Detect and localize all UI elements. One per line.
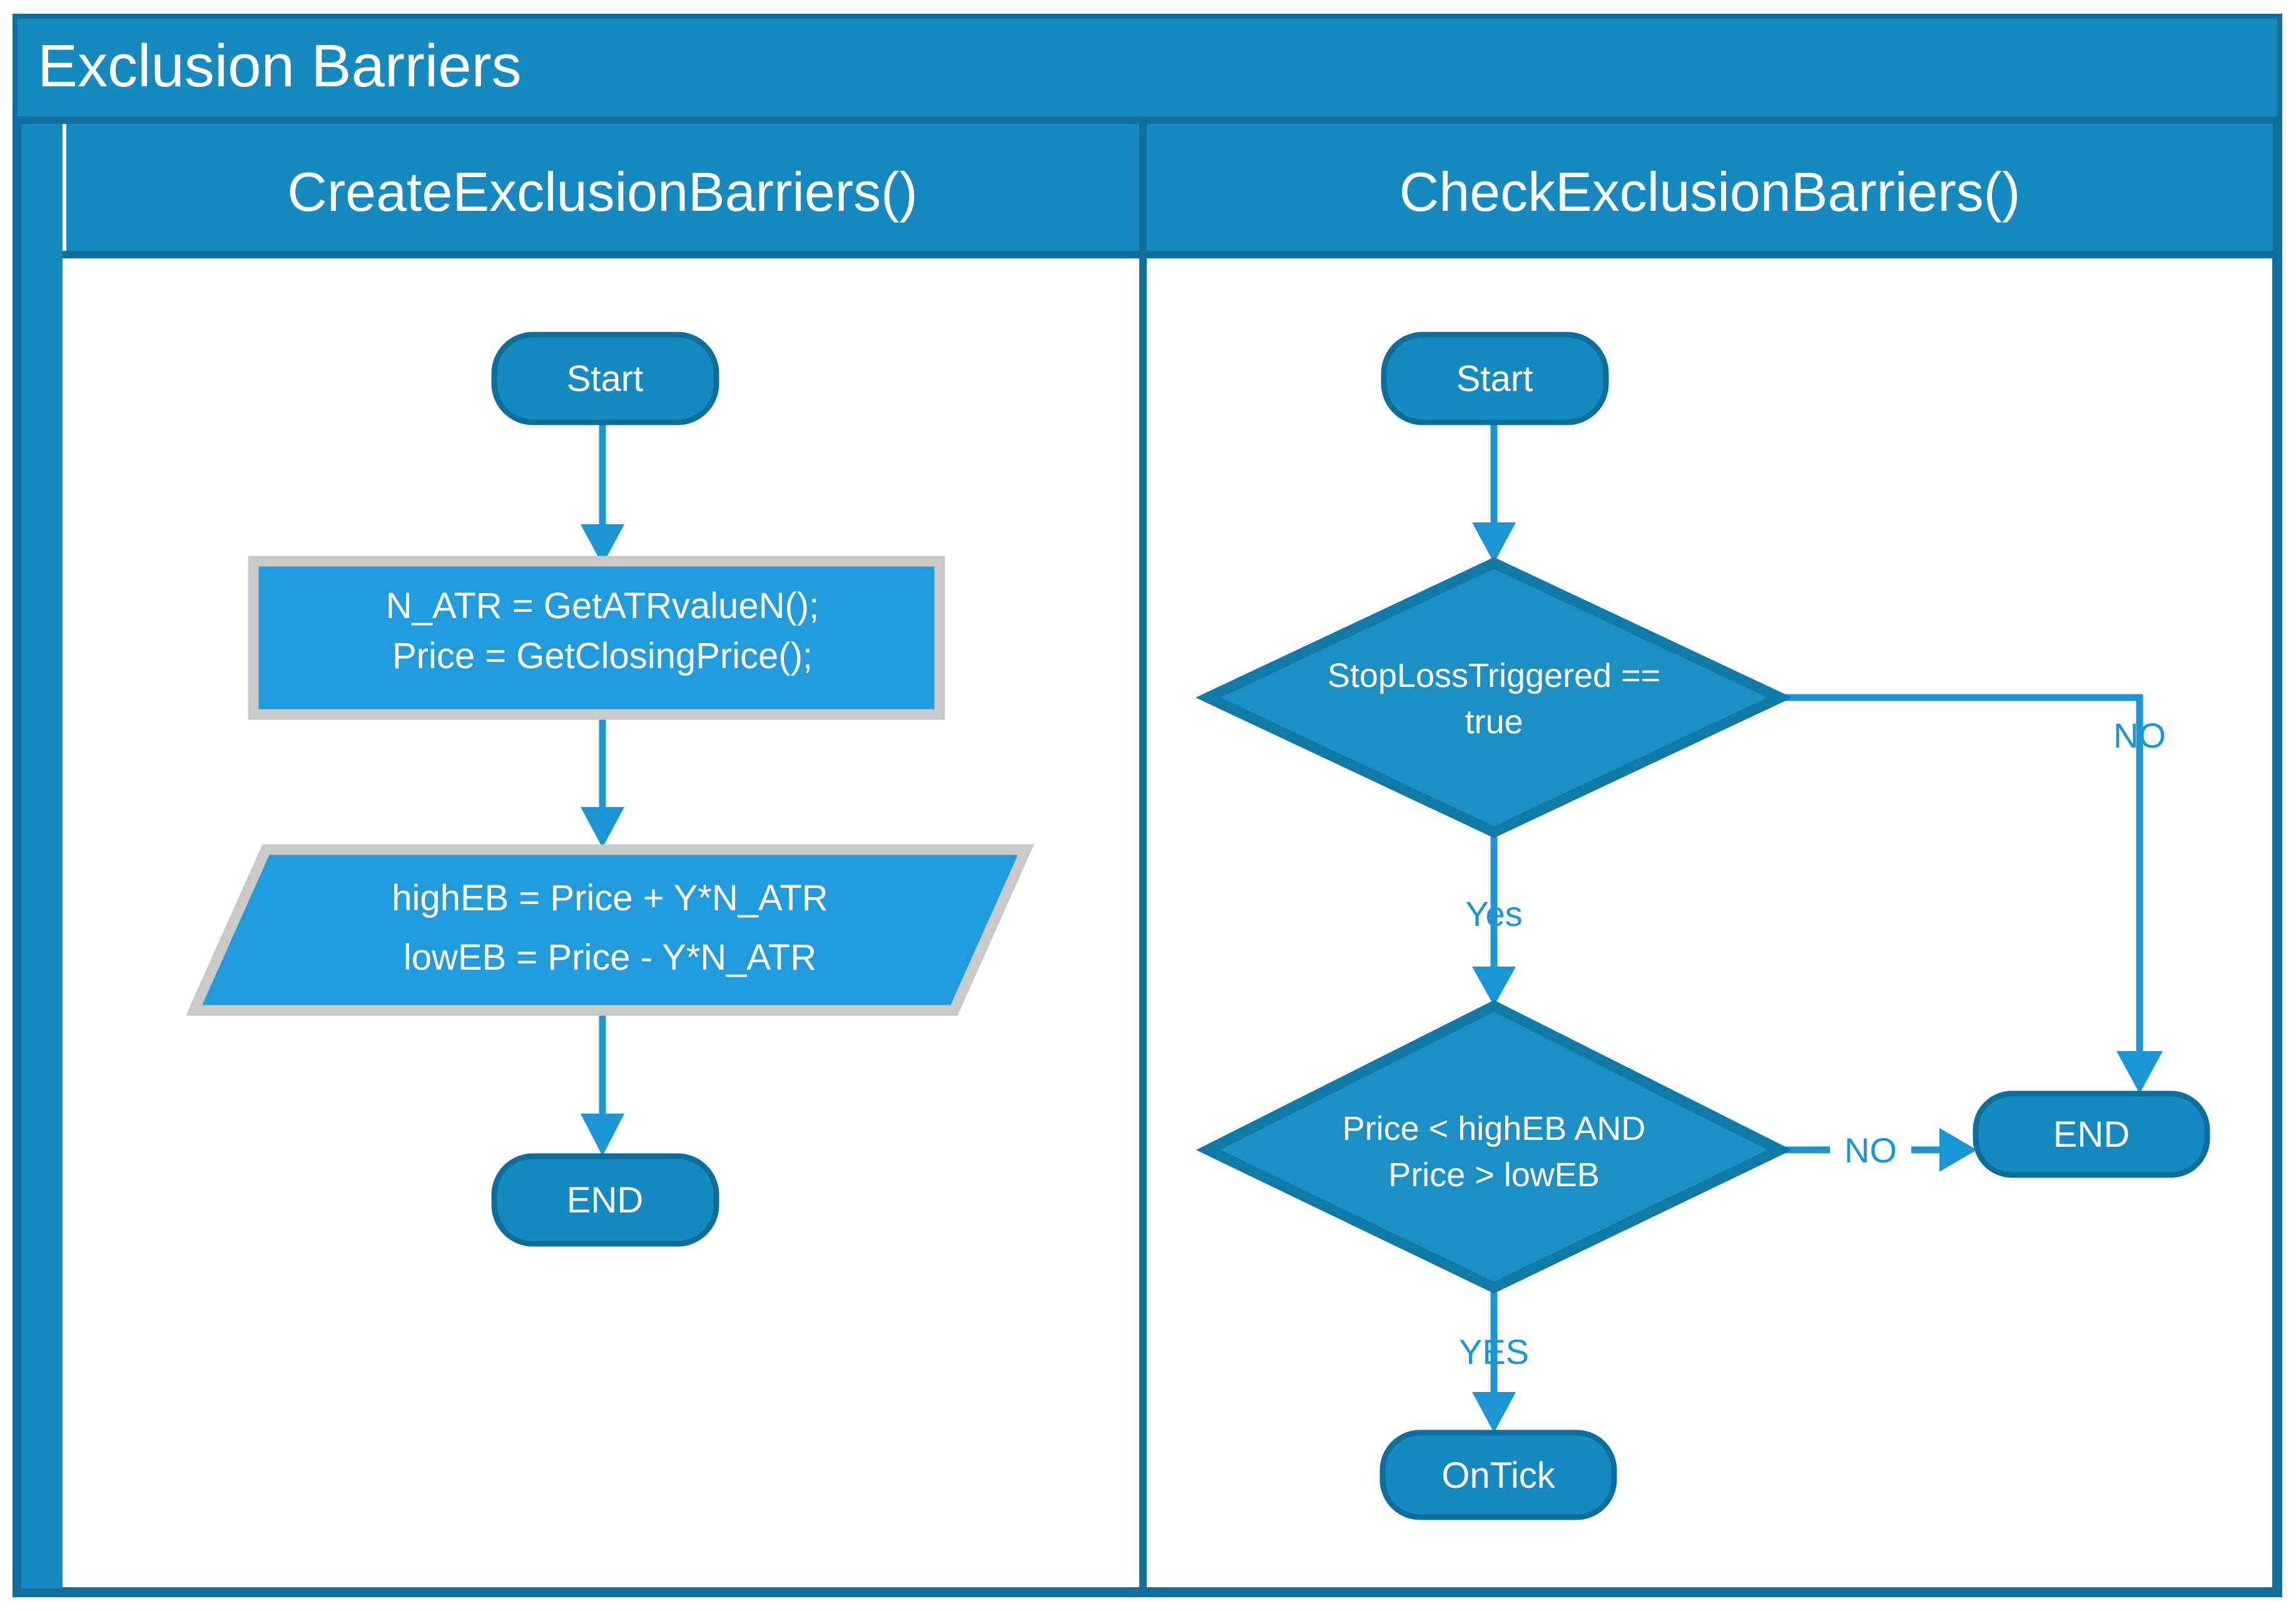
edge-label-no-dec2: NO (1844, 1131, 1897, 1170)
lane-content-check: NO Yes NO YES (1196, 332, 2210, 1520)
edge-check-dec2-yes-to-ontick: YES (1459, 1288, 1529, 1433)
arrowhead-icon (1472, 522, 1516, 563)
node-create-start[interactable]: Start (491, 332, 719, 425)
lane-content-create: Start N_ATR = GetATRvalueN(); Price = Ge… (185, 332, 1035, 1247)
lane-title-create: CreateExclusionBarriers() (287, 161, 917, 223)
arrowhead-icon (1939, 1128, 1977, 1172)
node-check-ontick[interactable]: OnTick (1379, 1430, 1617, 1520)
edge-label-backdrop (1830, 1123, 1911, 1178)
lane-divider (1139, 123, 1147, 1588)
lane-band-vertical (21, 123, 63, 1588)
node-create-end[interactable]: END (491, 1153, 719, 1247)
arrowhead-icon (2116, 1051, 2163, 1094)
swimlane-frame (13, 14, 2282, 1597)
node-create-process-line2: Price = GetClosingPrice(); (392, 636, 813, 676)
edge-create-start-to-process (581, 420, 624, 565)
lane-header-separator (63, 251, 2277, 258)
decision-shape (1196, 1000, 1792, 1294)
lane-header-create (66, 123, 1139, 251)
arrowhead-icon (581, 524, 624, 565)
node-create-data-line2: lowEB = Price - Y*N_ATR (404, 937, 816, 978)
edge-check-dec1-yes-to-dec2: Yes (1465, 832, 1523, 1006)
parallelogram-shape (185, 844, 1035, 1016)
arrowhead-icon (1472, 967, 1516, 1006)
node-check-start[interactable]: Start (1381, 332, 1609, 425)
node-create-data[interactable]: highEB = Price + Y*N_ATR lowEB = Price -… (185, 844, 1035, 1016)
process-shape (248, 556, 945, 720)
arrowhead-icon (581, 1114, 624, 1156)
lane-title-check: CheckExclusionBarriers() (1399, 161, 2021, 223)
node-check-ontick-label: OnTick (1441, 1455, 1556, 1496)
edge-check-dec1-no-to-end: NO (1780, 694, 2166, 1094)
edge-check-start-to-dec1 (1472, 420, 1516, 563)
diagram-title: Exclusion Barriers (38, 33, 522, 99)
edge-create-process-to-data (581, 713, 624, 848)
edge-create-data-to-end (581, 1014, 624, 1156)
terminator-shape (491, 332, 719, 425)
edge-label-no-dec1: NO (2113, 716, 2166, 755)
node-check-dec2-line2: Price > lowEB (1388, 1156, 1600, 1194)
node-create-end-label: END (567, 1180, 643, 1221)
node-check-decision-pricerange[interactable]: Price < highEB AND Price > lowEB (1196, 1000, 1792, 1294)
node-check-dec2-line1: Price < highEB AND (1343, 1110, 1646, 1147)
node-create-process-line1: N_ATR = GetATRvalueN(); (386, 586, 819, 626)
terminator-shape (491, 1153, 719, 1247)
terminator-shape (1379, 1430, 1617, 1520)
node-check-end[interactable]: END (1973, 1090, 2210, 1178)
node-create-data-line1: highEB = Price + Y*N_ATR (392, 878, 828, 918)
node-check-end-label: END (2053, 1114, 2130, 1155)
lane-header-check (1147, 123, 2273, 251)
node-create-process[interactable]: N_ATR = GetATRvalueN(); Price = GetClosi… (248, 556, 945, 720)
title-separator (18, 116, 2277, 124)
arrowhead-icon (581, 807, 624, 848)
node-check-decision-stoploss[interactable]: StopLossTriggered == true (1196, 557, 1792, 838)
decision-shape (1196, 557, 1792, 838)
edge-label-yes-dec2: YES (1459, 1332, 1529, 1371)
node-check-dec1-line2: true (1465, 703, 1523, 741)
terminator-shape (1381, 332, 1609, 425)
edge-check-dec2-no-to-end: NO (1780, 1123, 1977, 1178)
arrowhead-icon (1472, 1392, 1516, 1433)
node-create-start-label: Start (567, 358, 644, 399)
terminator-shape (1973, 1090, 2210, 1178)
node-check-dec1-line1: StopLossTriggered == (1328, 657, 1660, 694)
title-bar (18, 19, 2277, 119)
node-check-start-label: Start (1456, 358, 1533, 399)
edge-label-yes-dec1: Yes (1465, 894, 1522, 933)
